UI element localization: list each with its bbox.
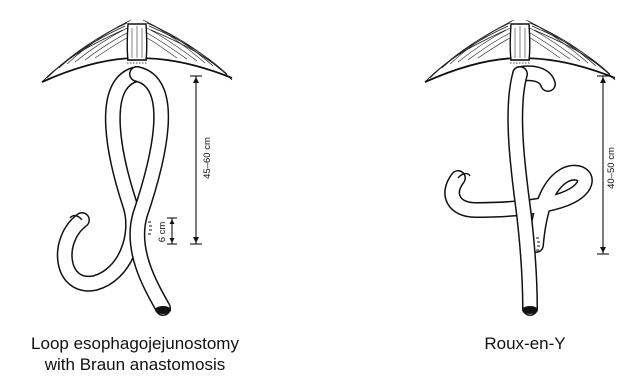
- dimension-marker-long-left: 45–60 cm: [190, 76, 213, 244]
- roux-en-y-illustration: 40–50 cm: [425, 20, 617, 314]
- jejunal-loop-left: [65, 74, 171, 314]
- caption-roux-en-y: Roux-en-Y: [450, 333, 600, 354]
- dimension-marker-short-left: 6 cm: [157, 218, 177, 244]
- caption-left-line2: with Braun anastomosis: [0, 354, 270, 375]
- caption-right-line1: Roux-en-Y: [450, 333, 600, 354]
- dimension-label-long-left: 45–60 cm: [202, 137, 213, 179]
- dimension-label-short-left: 6 cm: [157, 222, 168, 243]
- caption-loop-esophagojejunostomy: Loop esophagojejunostomy with Braun anas…: [0, 333, 270, 375]
- dimension-label-long-right: 40–50 cm: [606, 147, 617, 189]
- loop-esophagojejunostomy-illustration: 45–60 cm 6 cm: [42, 20, 232, 314]
- dimension-marker-long-right: 40–50 cm: [597, 76, 617, 254]
- jejunal-limb-right: [452, 73, 585, 314]
- caption-left-line1: Loop esophagojejunostomy: [0, 333, 270, 354]
